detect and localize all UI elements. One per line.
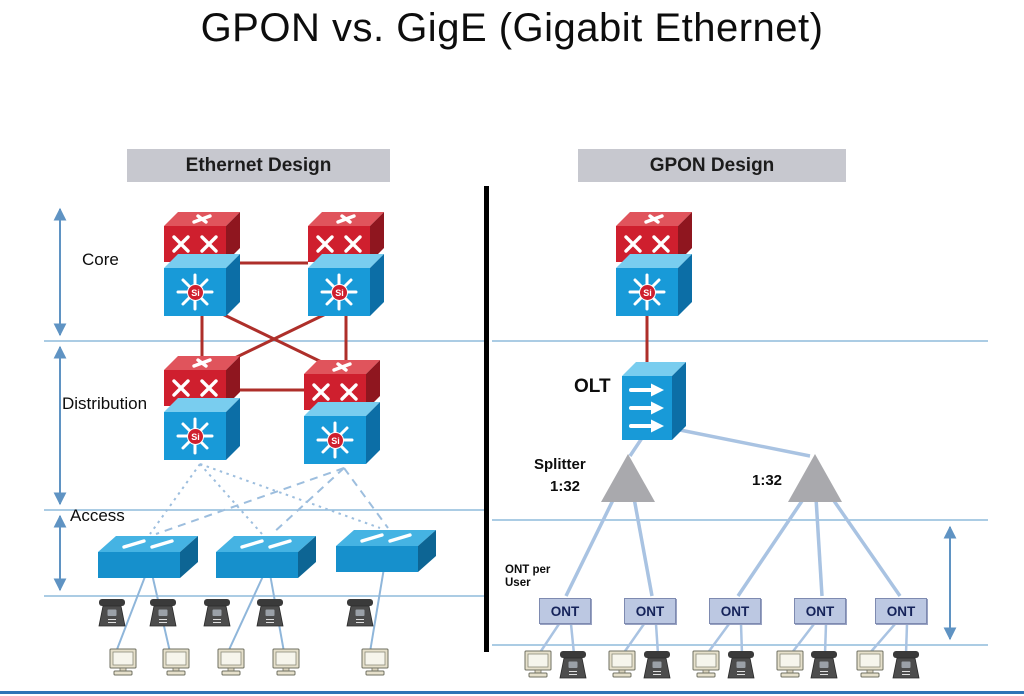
gpon-phone-2 [641,650,673,685]
desktop-computer-icon [523,650,553,682]
desktop-computer-icon [607,650,637,682]
ont-box-3: ONT [709,598,761,624]
ip-phone-icon [808,650,840,680]
multilayer-switch-icon [304,402,380,464]
core-switch-2: Si [308,212,384,316]
desktop-computer-icon [360,648,390,680]
ont-box-4: ONT [794,598,846,624]
redundant-core-links [200,261,649,392]
ip-phone-icon [725,650,757,680]
splitter-left [601,454,655,507]
access-switch-icon [216,536,316,578]
access-layer-label: Access [70,506,125,525]
si-badge: Si [331,284,348,301]
splitter-ratio-right-label: 1:32 [752,472,783,489]
gpon-core-switch: Si [616,212,692,316]
access-switch-icon [98,536,198,578]
splitter-triangle-icon [601,454,655,502]
ip-phone-icon [890,650,922,680]
gpon-phone-4 [808,650,840,685]
desktop-computer-icon [108,648,138,680]
olt-icon [622,362,686,440]
desktop-computer-3 [216,648,246,685]
ip-phone-icon [96,598,128,628]
gpon-computer-4 [775,650,805,687]
access-switch-2 [216,536,316,583]
gpon-phone-3 [725,650,757,685]
access-switch-3 [336,530,436,577]
olt-label: OLT [574,376,611,397]
desktop-computer-icon [271,648,301,680]
ip-phone-4 [254,598,286,633]
distribution-layer-label: Distribution [62,394,148,413]
core-switch-1: Si [164,212,240,316]
ip-phone-icon [641,650,673,680]
center-divider [484,186,489,652]
ip-phone-5 [344,598,376,633]
desktop-computer-icon [775,650,805,682]
desktop-computer-5 [360,648,390,685]
desktop-computer-icon [216,648,246,680]
ont-box-1: ONT [539,598,591,624]
multilayer-switch-icon [308,254,384,316]
splitter-right [788,454,842,507]
gpon-computer-2 [607,650,637,687]
si-badge: Si [327,432,344,449]
ip-phone-1 [96,598,128,633]
ip-phone-icon [557,650,589,680]
ip-phone-icon [344,598,376,628]
slide-title: GPON vs. GigE (Gigabit Ethernet) [200,6,824,50]
si-badge: Si [187,284,204,301]
ip-phone-icon [254,598,286,628]
si-badge: Si [187,428,204,445]
slide-bottom-accent [0,691,1024,694]
distribution-switch-2: Si [304,360,380,464]
splitter-triangle-icon [788,454,842,502]
desktop-computer-1 [108,648,138,685]
gpon-computer-3 [691,650,721,687]
ip-phone-icon [201,598,233,628]
desktop-computer-4 [271,648,301,685]
access-switch-icon [336,530,436,572]
si-badge: Si [639,284,656,301]
gpon-computer-5 [855,650,885,687]
gpon-phone-5 [890,650,922,685]
gpon-design-header: GPON Design [578,149,846,182]
ont-box-2: ONT [624,598,676,624]
ont-per-user-label: ONT per User [505,564,551,590]
desktop-computer-2 [161,648,191,685]
ont-box-5: ONT [875,598,927,624]
desktop-computer-icon [161,648,191,680]
splitter-title-label: Splitter [534,456,586,473]
multilayer-switch-icon [616,254,692,316]
multilayer-switch-icon [164,254,240,316]
ip-phone-3 [201,598,233,633]
ip-phone-2 [147,598,179,633]
splitter-ratio-left-label: 1:32 [550,478,581,495]
gpon-computer-1 [523,650,553,687]
distribution-switch-1: Si [164,356,240,460]
ethernet-design-header: Ethernet Design [127,149,390,182]
olt-device [622,362,686,445]
desktop-computer-icon [691,650,721,682]
core-layer-label: Core [82,250,119,269]
gpon-phone-1 [557,650,589,685]
ip-phone-icon [147,598,179,628]
distribution-access-links [149,463,389,535]
access-switch-1 [98,536,198,583]
multilayer-switch-icon [164,398,240,460]
ont-device-links [537,623,909,655]
desktop-computer-icon [855,650,885,682]
